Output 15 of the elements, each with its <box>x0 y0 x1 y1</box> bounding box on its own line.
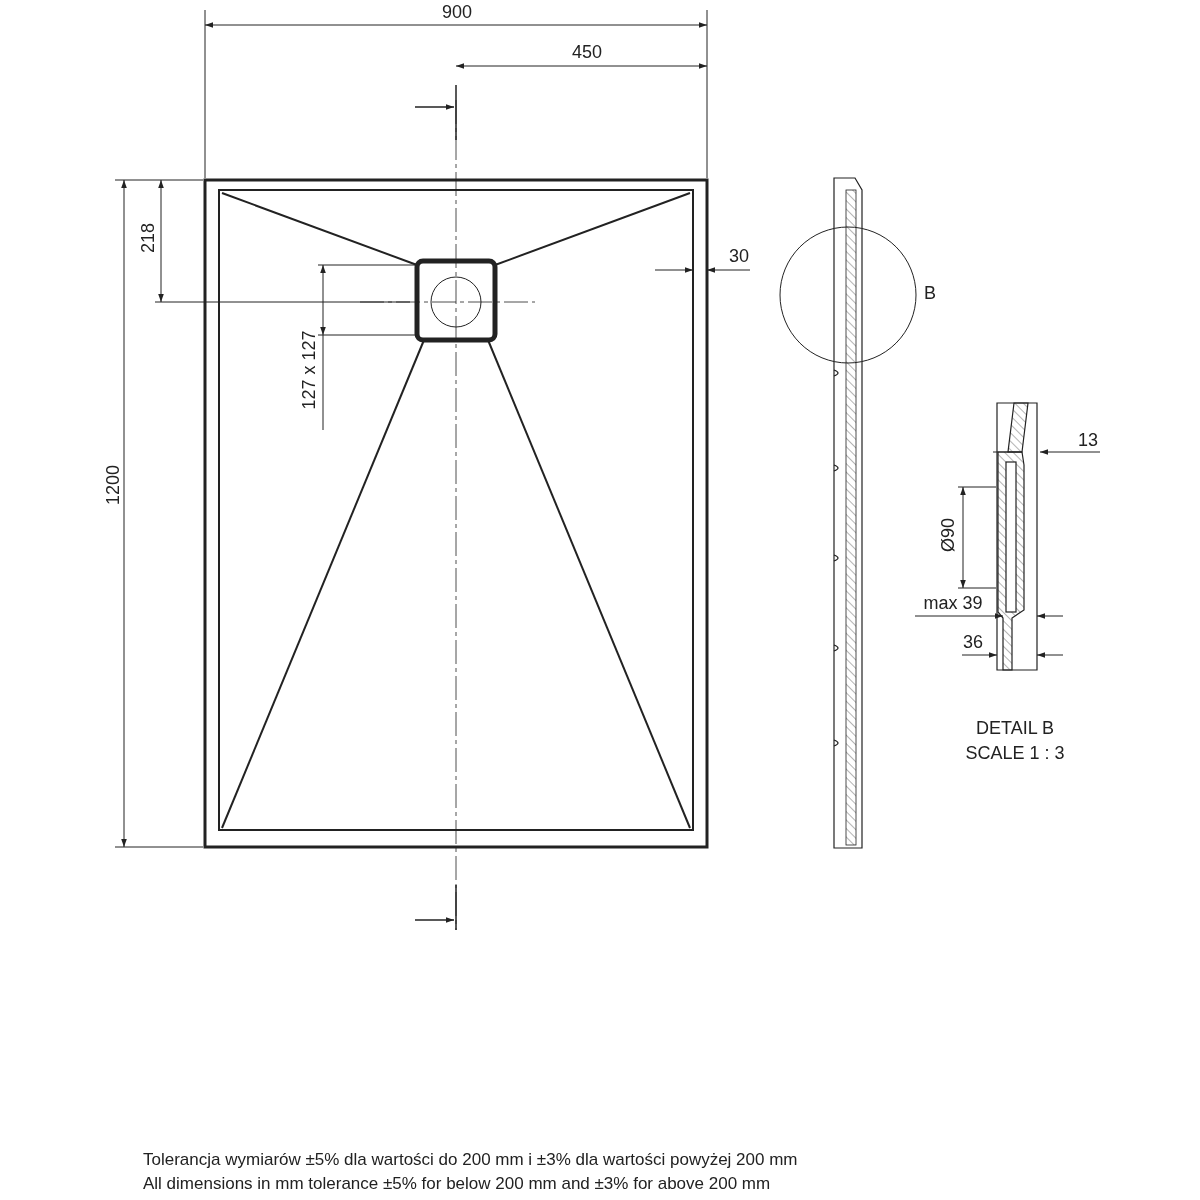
dimension-text: Ø90 <box>938 518 958 552</box>
dimension-text: 1200 <box>103 465 123 505</box>
dimension-text: max 39 <box>923 593 983 613</box>
dimension-text: 30 <box>729 246 749 266</box>
dimension-text: 450 <box>572 42 602 62</box>
dimension-text: 36 <box>963 632 983 652</box>
tolerance-note: All dimensions in mm tolerance ±5% for below 200 mm and ±3% for above 200 mm <box>143 1174 771 1194</box>
detail-title: DETAIL B <box>976 718 1054 738</box>
dimension-text: 218 <box>138 223 158 253</box>
detail-callout-letter: B <box>924 283 936 303</box>
dimension-text: 900 <box>442 2 472 22</box>
scale-note: SCALE 1 : 3 <box>965 743 1065 763</box>
tolerance-note: Tolerancja wymiarów ±5% dla wartości do 200 mm i ±3% dla wartości powyżej 200 mm <box>143 1150 798 1170</box>
dimension-text: 13 <box>1078 430 1098 450</box>
dimension-text: 127 x 127 <box>299 330 319 410</box>
